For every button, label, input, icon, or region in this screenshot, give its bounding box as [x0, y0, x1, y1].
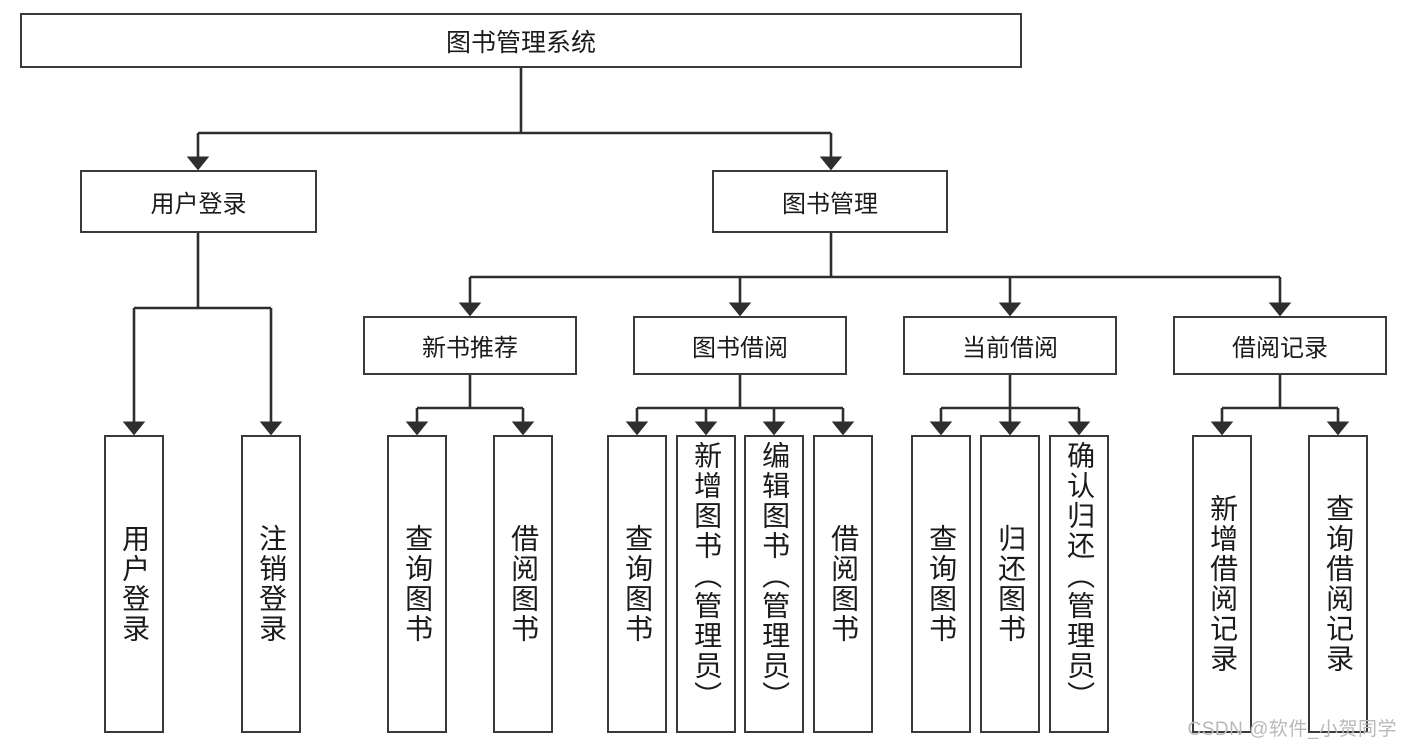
node-current-borrow[interactable]: 当前借阅	[903, 316, 1117, 375]
node-label: 图书管理	[782, 191, 878, 218]
node-new-book-recommend[interactable]: 新书推荐	[363, 316, 577, 375]
leaf-label: 查询图书	[622, 524, 654, 644]
leaf-label: 注销登录	[256, 524, 288, 644]
leaf-edit-book-admin[interactable]: 编辑图书（管理员）	[744, 435, 804, 733]
node-user-login[interactable]: 用户登录	[80, 170, 317, 233]
leaf-return-book[interactable]: 归还图书	[980, 435, 1040, 733]
node-label: 当前借阅	[962, 335, 1058, 362]
node-borrow-record[interactable]: 借阅记录	[1173, 316, 1387, 375]
node-label: 用户登录	[150, 191, 247, 218]
leaf-label: 查询借阅记录	[1323, 494, 1355, 674]
leaf-query-book-current[interactable]: 查询图书	[911, 435, 971, 733]
leaf-label: 编辑图书（管理员）	[759, 441, 791, 711]
node-label: 新书推荐	[422, 335, 518, 362]
leaf-user-login[interactable]: 用户登录	[104, 435, 164, 733]
watermark: CSDN @软件_小贺同学	[1187, 719, 1397, 740]
leaf-logout-login[interactable]: 注销登录	[241, 435, 301, 733]
leaf-confirm-return-admin[interactable]: 确认归还（管理员）	[1049, 435, 1109, 733]
leaf-label: 归还图书	[995, 524, 1027, 644]
leaf-query-borrow-record[interactable]: 查询借阅记录	[1308, 435, 1368, 733]
node-book-borrow[interactable]: 图书借阅	[633, 316, 847, 375]
leaf-label: 新增借阅记录	[1207, 494, 1239, 674]
leaf-label: 借阅图书	[828, 524, 860, 644]
leaf-label: 新增图书（管理员）	[691, 441, 723, 711]
node-book-management[interactable]: 图书管理	[712, 170, 948, 233]
leaf-label: 查询图书	[926, 524, 958, 644]
node-label: 借阅记录	[1232, 335, 1328, 362]
leaf-borrow-book[interactable]: 借阅图书	[813, 435, 873, 733]
node-label: 图书管理系统	[445, 28, 596, 57]
leaf-label: 确认归还（管理员）	[1064, 441, 1096, 711]
leaf-label: 查询图书	[402, 524, 434, 644]
leaf-add-book-admin[interactable]: 新增图书（管理员）	[676, 435, 736, 733]
leaf-label: 用户登录	[119, 524, 151, 644]
leaf-query-book-recommend[interactable]: 查询图书	[387, 435, 447, 733]
leaf-label: 借阅图书	[508, 524, 540, 644]
leaf-query-book-borrow[interactable]: 查询图书	[607, 435, 667, 733]
node-root-book-management-system[interactable]: 图书管理系统	[20, 13, 1022, 68]
node-label: 图书借阅	[692, 335, 788, 362]
leaf-add-borrow-record[interactable]: 新增借阅记录	[1192, 435, 1252, 733]
leaf-borrow-book-recommend[interactable]: 借阅图书	[493, 435, 553, 733]
